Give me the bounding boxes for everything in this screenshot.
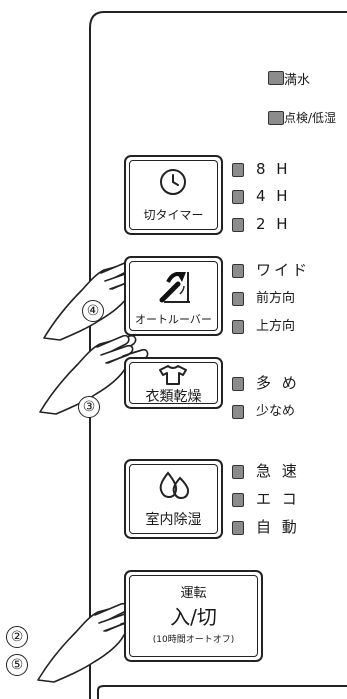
dry-clothes-button[interactable]: 衣類乾燥 xyxy=(124,357,223,409)
step-callout-2: ② xyxy=(6,626,28,648)
dry-more-lamp xyxy=(232,377,244,391)
louver-up-lamp xyxy=(232,320,244,334)
timer-8h-lamp xyxy=(232,163,244,177)
dehumidify-button-label: 室内除湿 xyxy=(145,512,202,528)
timer-option-4h: 4 H xyxy=(256,187,291,205)
dehumidify-eco-lamp xyxy=(232,493,244,507)
step-callout-5: ⑤ xyxy=(6,654,28,676)
louver-button[interactable]: オートルーバー xyxy=(124,256,223,336)
dehumidify-button[interactable]: 室内除湿 xyxy=(124,459,223,539)
clock-icon xyxy=(160,169,186,195)
louver-option-front: 前方向 xyxy=(256,291,296,306)
louver-option-wide: ワイド xyxy=(256,261,311,279)
louver-icon xyxy=(159,272,190,303)
dehumidify-option-auto: 自 動 xyxy=(256,518,300,536)
shirt-icon xyxy=(159,365,187,385)
water-drops-icon xyxy=(159,471,190,500)
timer-option-2h: 2 H xyxy=(256,215,291,233)
dehumidify-rapid-lamp xyxy=(232,465,244,479)
dehumidify-auto-lamp xyxy=(232,521,244,535)
inspect-low-indicator-lamp xyxy=(268,111,284,125)
step-callout-4: ④ xyxy=(82,300,104,322)
power-button[interactable]: 運転 入/切 (10時間オートオフ) xyxy=(124,570,263,662)
dry-option-less: 少なめ xyxy=(256,404,296,419)
timer-option-8h: 8 H xyxy=(256,160,291,178)
louver-wide-lamp xyxy=(232,264,244,278)
timer-4h-lamp xyxy=(232,190,244,204)
full-water-indicator-lamp xyxy=(268,71,284,85)
timer-button-label: 切タイマー xyxy=(143,208,204,222)
timer-2h-lamp xyxy=(232,218,244,232)
full-water-label: 満水 xyxy=(284,73,311,88)
power-button-run-label: 運転 xyxy=(180,586,207,601)
dehumidify-option-eco: エ コ xyxy=(256,490,300,508)
dry-clothes-button-label: 衣類乾燥 xyxy=(145,389,202,405)
inspect-low-label: 点検/低湿 xyxy=(284,111,337,125)
dry-less-lamp xyxy=(232,405,244,419)
timer-button[interactable]: 切タイマー xyxy=(124,155,223,235)
louver-button-label: オートルーバー xyxy=(135,313,212,326)
louver-option-up: 上方向 xyxy=(256,319,296,334)
dry-option-more: 多 め xyxy=(256,374,300,392)
dehumidify-option-rapid: 急 速 xyxy=(256,462,300,480)
hand-pointer-icon xyxy=(39,334,149,415)
power-button-onoff-label: 入/切 xyxy=(170,605,217,629)
louver-front-lamp xyxy=(232,292,244,306)
power-button-autooff-label: (10時間オートオフ) xyxy=(152,635,235,645)
step-callout-3: ③ xyxy=(78,396,100,418)
